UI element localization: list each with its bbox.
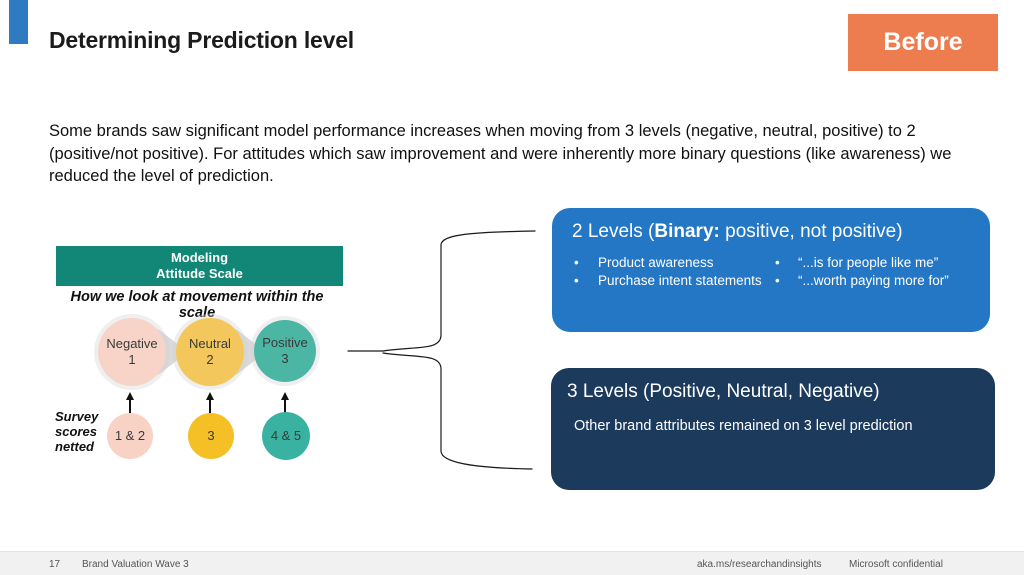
brace-connector	[347, 230, 536, 470]
netted-circle-4-5: 4 & 5	[262, 412, 310, 460]
scale-circle-number: 3	[281, 351, 289, 366]
diagram-header-line2: Attitude Scale	[156, 266, 243, 281]
diagram-header: Modeling Attitude Scale	[56, 246, 343, 286]
netted-circle-1-2: 1 & 2	[107, 413, 153, 459]
page-title: Determining Prediction level	[49, 27, 354, 53]
footer: 17 Brand Valuation Wave 3 aka.ms/researc…	[0, 551, 1024, 575]
up-arrow-icon	[205, 392, 215, 413]
scale-circle-label: Positive	[262, 335, 308, 350]
three-levels-title: 3 Levels (Positive, Neutral, Negative)	[567, 381, 880, 402]
before-badge: Before	[848, 14, 998, 71]
top-accent-bar	[9, 0, 28, 44]
two-levels-title: 2 Levels (Binary: positive, not positive…	[572, 221, 970, 243]
two-levels-box: 2 Levels (Binary: positive, not positive…	[552, 208, 990, 332]
up-arrow-icon	[280, 392, 290, 413]
bullet-text: “...is for people like me”	[798, 255, 939, 270]
netted-circle-label: 1 & 2	[114, 428, 146, 443]
scale-circle-number: 2	[206, 352, 214, 367]
two-levels-title-bold: Binary:	[654, 221, 720, 242]
bullet-icon: •	[775, 255, 780, 270]
two-levels-title-prefix: 2 Levels (	[572, 221, 655, 242]
bullet-text: “...worth paying more for”	[798, 272, 949, 288]
scale-circle-number: 1	[128, 352, 136, 367]
up-arrow-icon	[125, 392, 135, 413]
survey-scores-label: Survey scores netted	[55, 409, 99, 454]
diagram-header-line1: Modeling	[170, 250, 229, 265]
bullet-icon: •	[574, 255, 579, 270]
three-levels-box: 3 Levels (Positive, Neutral, Negative) O…	[551, 368, 995, 490]
three-levels-body: Other brand attributes remained on 3 lev…	[574, 418, 913, 434]
netted-circle-label: 4 & 5	[270, 428, 302, 443]
scale-circle-neutral: Neutral 2	[176, 318, 244, 386]
diagram-subtitle: How we look at movement within the scale	[70, 289, 324, 321]
two-levels-title-suffix: positive, not positive)	[719, 221, 903, 242]
list-item: • “...worth paying more for”	[773, 272, 949, 290]
netted-circle-label: 3	[207, 428, 215, 443]
bullet-text: Product awareness	[598, 255, 714, 270]
list-item: • Purchase intent statements	[572, 272, 773, 290]
bullet-text: Purchase intent statements	[598, 272, 762, 288]
bullet-icon: •	[775, 272, 780, 288]
list-item: • “...is for people like me”	[773, 254, 949, 272]
bullet-icon: •	[574, 272, 579, 288]
page-number: 17	[49, 559, 61, 570]
intro-paragraph: Some brands saw significant model perfor…	[49, 122, 952, 185]
scale-circle-label: Negative	[106, 336, 158, 351]
scale-circle-positive: Positive 3	[254, 320, 316, 382]
footer-link[interactable]: aka.ms/researchandinsights	[697, 559, 822, 570]
list-item: • Product awareness	[572, 254, 773, 272]
netted-circle-3: 3	[188, 413, 234, 459]
scale-circle-label: Neutral	[189, 336, 231, 351]
confidential-label: Microsoft confidential	[849, 559, 943, 570]
scale-circle-negative: Negative 1	[98, 318, 166, 386]
deck-title: Brand Valuation Wave 3	[82, 559, 189, 570]
